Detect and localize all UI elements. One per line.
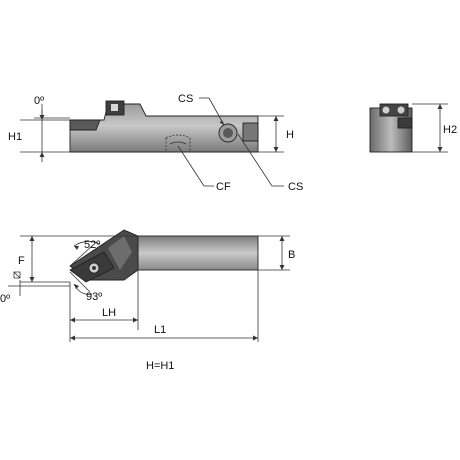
h-dimension <box>258 115 284 153</box>
cf-leader <box>177 145 214 187</box>
h1-label: H1 <box>8 131 22 143</box>
f-label: F <box>18 255 25 267</box>
cs-bottom-label: CS <box>288 181 303 193</box>
cf-label: CF <box>216 181 231 193</box>
cf-port-hidden <box>165 134 191 152</box>
cs-top-leader <box>199 97 225 126</box>
l1-label: L1 <box>154 324 166 336</box>
angle-0-bottom-label: 0º <box>0 293 10 305</box>
top-view: F 0º 52º 93º B <box>0 229 295 342</box>
b-label: B <box>288 249 295 261</box>
h-label: H <box>286 129 294 141</box>
angle-0-top-label: 0º <box>34 95 44 107</box>
lh-dimension <box>69 270 139 342</box>
square-symbol <box>13 271 21 279</box>
end-screw-1 <box>382 106 390 114</box>
cf-port-outline <box>169 141 187 145</box>
angle-52-label: 52º <box>84 239 100 251</box>
head-bevel <box>108 236 132 270</box>
end-insert <box>397 117 413 129</box>
h1-dimension <box>20 110 70 162</box>
h2-label: H2 <box>443 124 457 136</box>
b-dimension <box>258 235 290 271</box>
l1-dimension <box>70 270 259 342</box>
h2-dimension <box>412 103 448 153</box>
insert-screw-center <box>92 266 96 270</box>
cs-bottom-leader <box>237 133 284 187</box>
lh-label: LH <box>102 307 116 319</box>
h-equals-h1-note: H=H1 <box>146 360 174 372</box>
end-screw-2 <box>397 106 405 114</box>
insert-clamp-highlight <box>111 104 118 111</box>
angle-0-bottom-dimension <box>8 280 70 296</box>
f-dimension <box>20 235 138 283</box>
coolant-port-inner <box>223 128 233 138</box>
front-view: H1 0º H CS CF <box>8 93 303 193</box>
angle-52-dimension <box>69 241 101 267</box>
holder-body-front <box>69 103 259 153</box>
end-view: H2 <box>369 103 457 153</box>
angle-0-top-dimension <box>34 104 70 119</box>
angle-93-label: 93º <box>86 291 102 303</box>
cs-top-label: CS <box>178 93 193 105</box>
rear-coolant-port <box>242 122 259 142</box>
holder-shank <box>137 235 259 271</box>
insert-front <box>69 119 101 131</box>
angle-93-dimension <box>69 271 93 295</box>
